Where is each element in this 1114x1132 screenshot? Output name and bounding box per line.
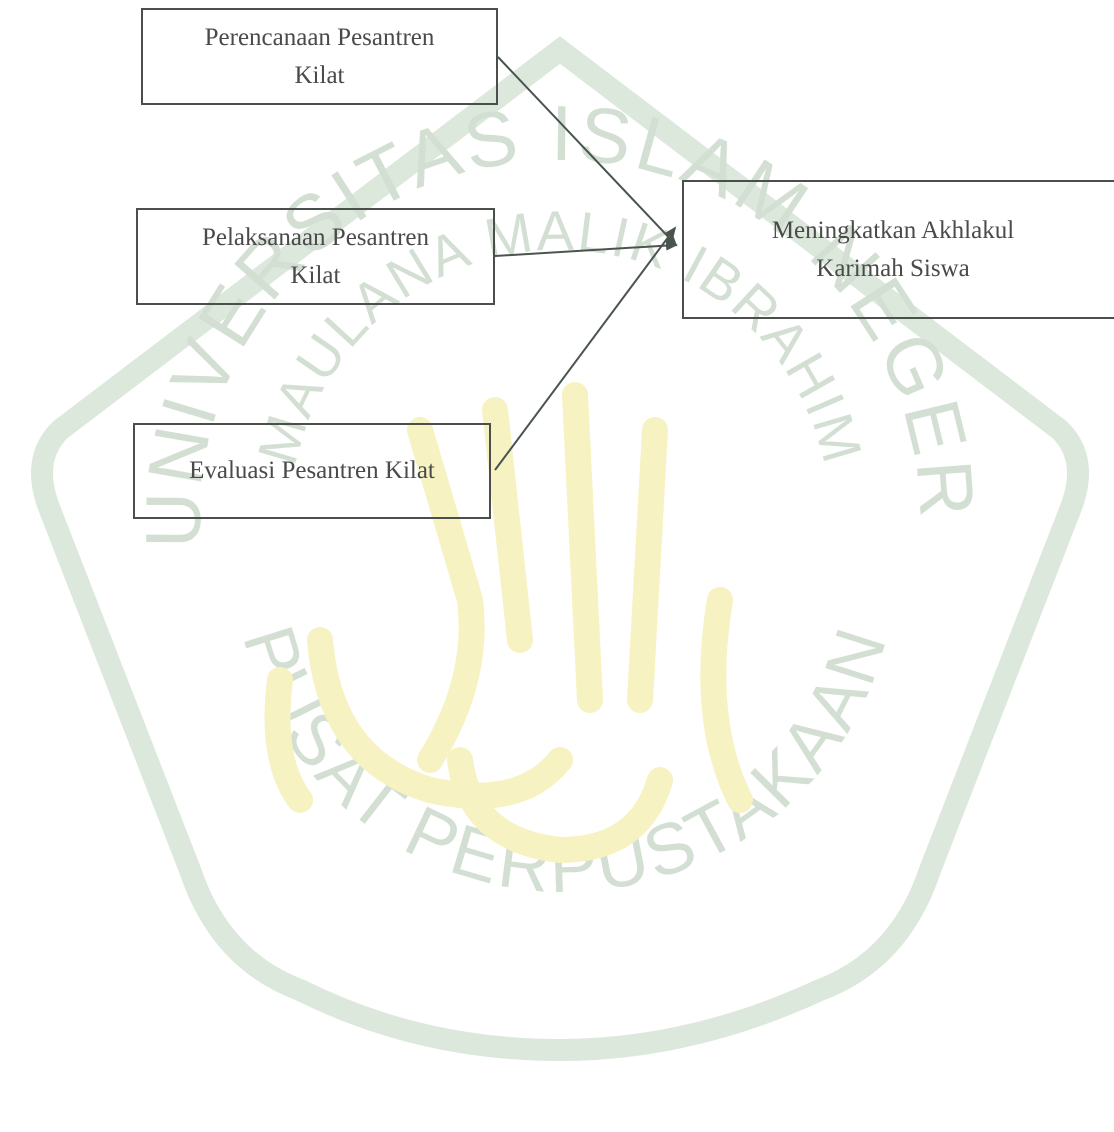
node-hasil-line2: Karimah Siswa — [816, 254, 970, 282]
node-pelaksanaan-line1: Pelaksanaan Pesantren — [201, 223, 429, 251]
node-pelaksanaan-line2: Kilat — [290, 261, 341, 289]
arrow-perencanaan-to-hasil — [497, 56, 678, 247]
node-perencanaan-line1: Perencanaan Pesantren — [204, 23, 435, 51]
node-evaluasi-line1: Evaluasi Pesantren Kilat — [189, 457, 435, 484]
node-perencanaan: Perencanaan Pesantren Kilat — [141, 8, 498, 105]
shield-outline — [31, 36, 1089, 1062]
calligraphy-emblem — [264, 382, 753, 864]
node-hasil: Meningkatkan Akhlakul Karimah Siswa — [682, 180, 1114, 319]
node-pelaksanaan: Pelaksanaan Pesantren Kilat — [136, 208, 495, 305]
node-hasil-line1: Meningkatkan Akhlakul — [771, 216, 1015, 244]
node-evaluasi: Evaluasi Pesantren Kilat — [133, 423, 491, 519]
node-perencanaan-line2: Kilat — [294, 61, 345, 89]
arrow-evaluasi-to-hasil — [494, 226, 677, 471]
arrow-pelaksanaan-to-hasil — [494, 240, 678, 257]
